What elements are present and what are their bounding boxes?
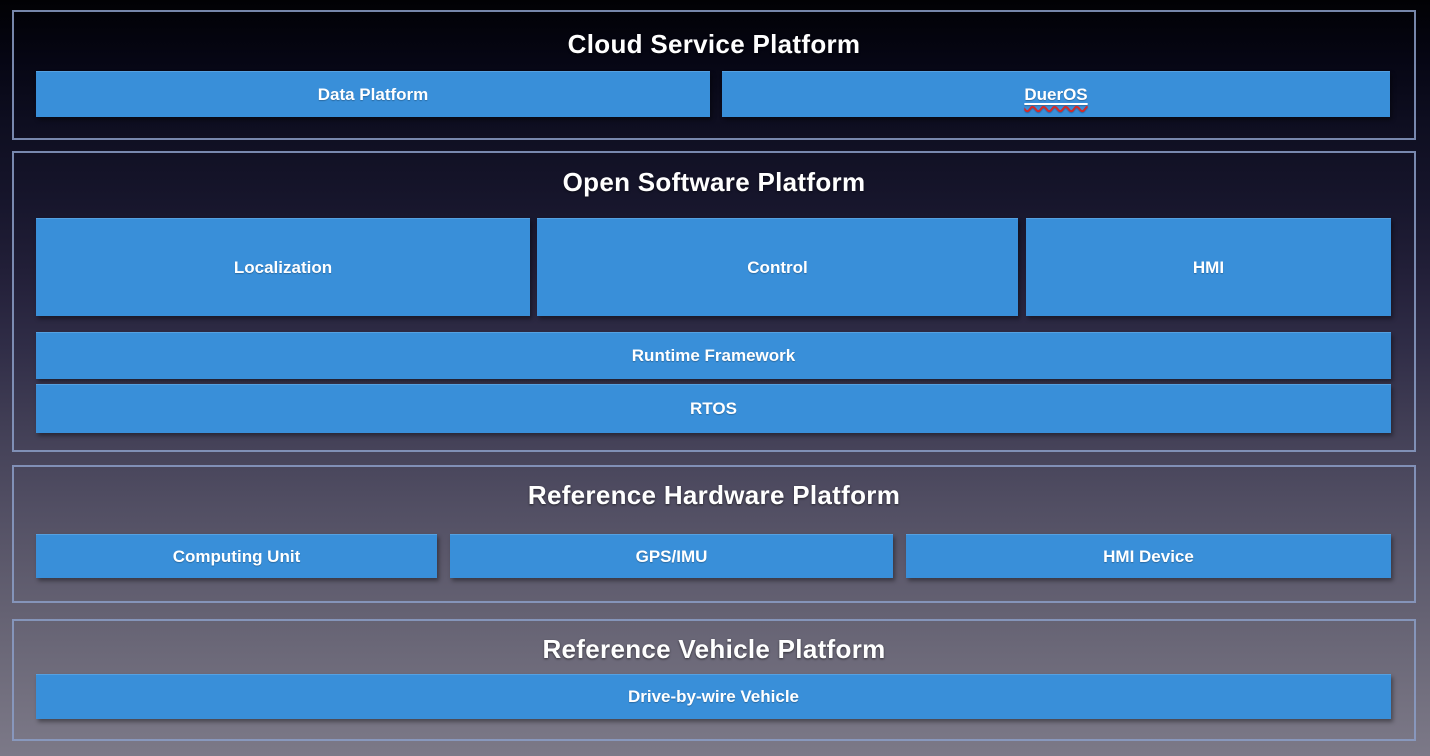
- section-title-open-software-platform: Open Software Platform: [562, 167, 866, 197]
- box-dueros: DuerOS: [722, 71, 1390, 117]
- box-hmi: HMI: [1026, 218, 1391, 316]
- box-drive-by-wire-vehicle: Drive-by-wire Vehicle: [36, 674, 1391, 719]
- box-data-platform: Data Platform: [36, 71, 710, 117]
- box-label-hmi-device: HMI Device: [1103, 546, 1194, 566]
- box-computing-unit: Computing Unit: [36, 534, 437, 578]
- box-localization: Localization: [36, 218, 530, 316]
- box-gps-imu: GPS/IMU: [450, 534, 893, 578]
- section-reference-hardware-platform: Reference Hardware Platform Computing Un…: [12, 465, 1416, 603]
- section-title-cloud-service-platform: Cloud Service Platform: [567, 29, 861, 59]
- box-label-computing-unit: Computing Unit: [172, 546, 301, 566]
- box-runtime-framework: Runtime Framework: [36, 332, 1391, 379]
- box-label-runtime-framework: Runtime Framework: [631, 346, 796, 365]
- box-label-data-platform: Data Platform: [317, 84, 429, 104]
- box-label-hmi: HMI: [1192, 257, 1225, 277]
- dueros-underlined-text: DuerOS: [1024, 85, 1087, 105]
- box-label-gps-imu: GPS/IMU: [635, 546, 708, 566]
- box-hmi-device: HMI Device: [906, 534, 1391, 578]
- dueros-spellcheck-squiggle: DuerOS: [1024, 84, 1088, 104]
- section-cloud-service-platform: Cloud Service Platform Data Platform Due…: [12, 10, 1416, 140]
- box-label-rtos: RTOS: [690, 399, 737, 418]
- section-title-reference-vehicle-platform: Reference Vehicle Platform: [542, 634, 886, 664]
- box-rtos: RTOS: [36, 384, 1391, 433]
- box-label-control: Control: [747, 257, 808, 277]
- box-label-drive-by-wire-vehicle: Drive-by-wire Vehicle: [627, 687, 800, 706]
- section-open-software-platform: Open Software Platform Localization Cont…: [12, 151, 1416, 452]
- section-title-reference-hardware-platform: Reference Hardware Platform: [527, 480, 901, 510]
- box-control: Control: [537, 218, 1018, 316]
- box-label-localization: Localization: [233, 257, 333, 277]
- section-reference-vehicle-platform: Reference Vehicle Platform Drive-by-wire…: [12, 619, 1416, 741]
